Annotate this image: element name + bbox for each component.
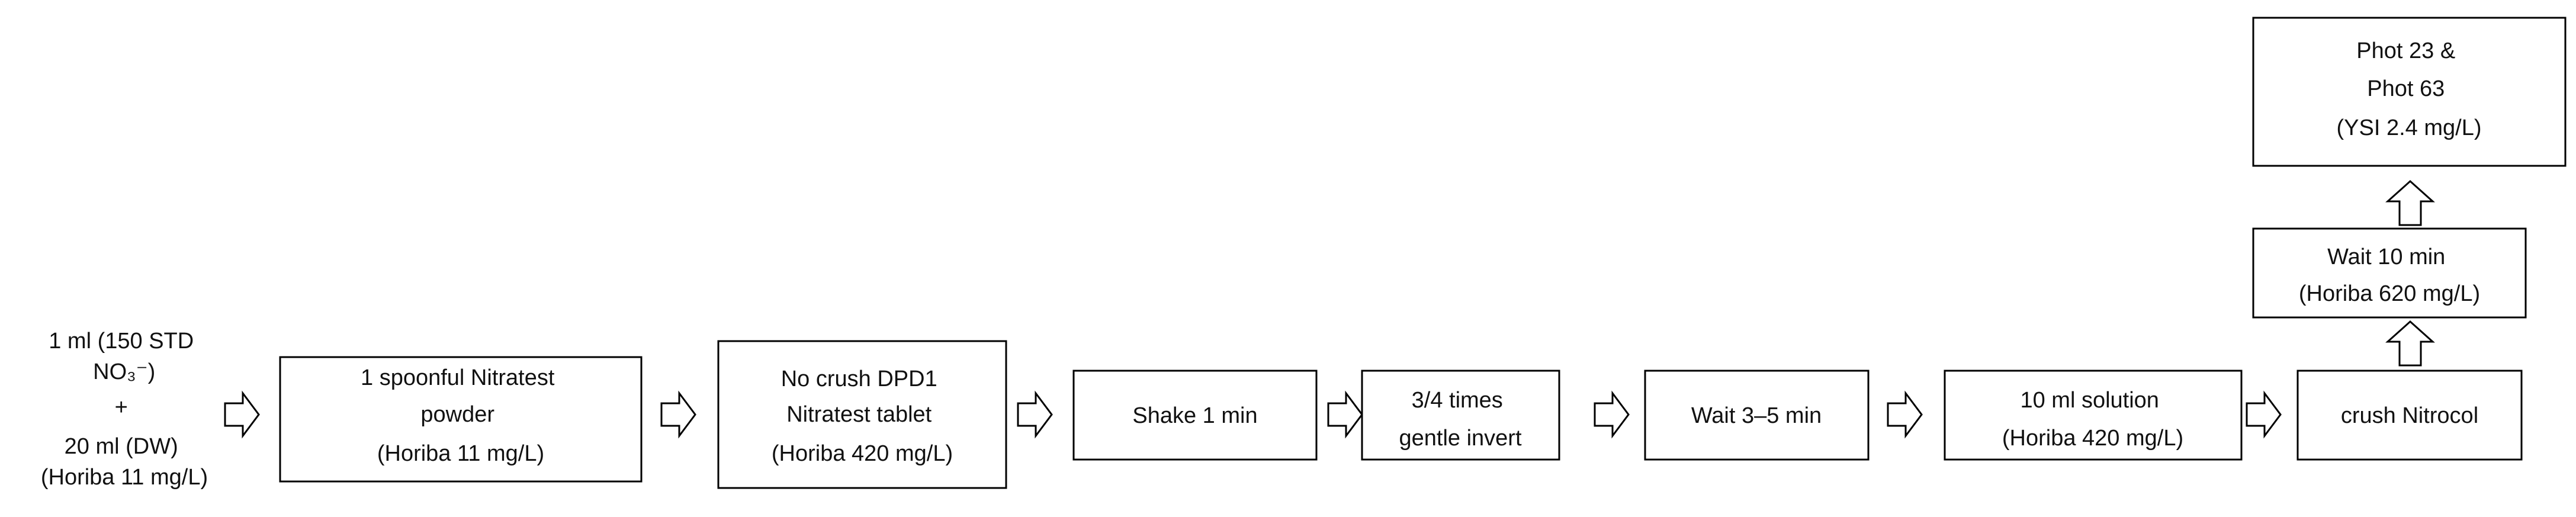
up-arrow-icon (2385, 179, 2435, 226)
step-line: (YSI 2.4 mg/L) (2337, 115, 2482, 140)
step-line: gentle invert (1399, 426, 1521, 451)
svg-text:Phot 23 & Phot 63: Phot 23 & Phot 63 (YSI 2.4 mg/L) (2337, 38, 2482, 140)
step-line: (Horiba 420 mg/L) (772, 441, 953, 466)
start-line: NO₃⁻) (93, 359, 155, 384)
start-line: + (115, 395, 128, 420)
svg-text:1 spoonful Nitratest pow: 1 spoonful Nitratest powder (Horiba 11 m… (361, 365, 561, 466)
start-text: 1 ml (150 STD NO₃⁻) + 20 ml (DW) (Horiba… (41, 329, 208, 490)
step-line: Wait 10 min (2327, 245, 2445, 269)
step-box-phot-result: Phot 23 & Phot 63 (YSI 2.4 mg/L) (2252, 17, 2567, 167)
svg-text:Shake 1 min: Shake 1 min (1132, 403, 1257, 428)
step-line: crush Nitrocol (2341, 403, 2478, 428)
start-line: (Horiba 11 mg/L) (41, 465, 208, 490)
svg-text:Wait 3–5 min: Wait 3–5 min (1691, 403, 1822, 428)
right-arrow-icon (1887, 390, 1923, 439)
step-box-nitratest-powder: 1 spoonful Nitratest powder (Horiba 11 m… (279, 356, 643, 483)
step-box-wait-3-5-min: Wait 3–5 min (1644, 370, 1870, 461)
right-arrow-icon (224, 390, 260, 439)
step-line: 10 ml solution (2020, 388, 2159, 413)
step-box-crush-nitrocol: crush Nitrocol (2296, 370, 2523, 461)
step-box-10ml-solution: 10 ml solution (Horiba 420 mg/L) (1944, 370, 2243, 461)
step-line: 3/4 times (1412, 388, 1503, 413)
svg-text:Wait 10 min (Horiba 620: Wait 10 min (Horiba 620 mg/L) (2299, 245, 2480, 306)
step-line: Phot 23 & (2356, 38, 2455, 63)
step-line: Wait 3–5 min (1691, 403, 1822, 428)
start-line: 1 ml (150 STD (49, 329, 194, 354)
step-line: (Horiba 420 mg/L) (2002, 426, 2183, 451)
svg-text:3/4 times gentle invert: 3/4 times gentle invert (1399, 388, 1521, 451)
step-line: 1 spoonful Nitratest (361, 365, 555, 390)
up-arrow-icon (2385, 320, 2435, 367)
step-line: Phot 63 (2367, 76, 2445, 101)
svg-text:No crush DPD1 Nitratest: No crush DPD1 Nitratest tablet (Horiba 4… (772, 367, 953, 466)
svg-text:10 ml solution (Horiba 4: 10 ml solution (Horiba 420 mg/L) (2002, 388, 2183, 451)
svg-text:crush Nitrocol: crush Nitrocol (2341, 403, 2478, 428)
step-line: (Horiba 11 mg/L) (377, 441, 544, 466)
step-box-gentle-invert: 3/4 times gentle invert (1361, 370, 1560, 461)
right-arrow-icon (1327, 390, 1363, 439)
step-line: No crush DPD1 (781, 367, 937, 391)
step-box-shake: Shake 1 min (1072, 370, 1318, 461)
step-line: (Horiba 620 mg/L) (2299, 281, 2480, 306)
step-line: powder (420, 402, 494, 427)
start-line: 20 ml (DW) (65, 434, 178, 459)
right-arrow-icon (1594, 390, 1630, 439)
right-arrow-icon (2246, 390, 2282, 439)
step-box-wait-10-min: Wait 10 min (Horiba 620 mg/L) (2252, 227, 2527, 319)
step-line: Shake 1 min (1132, 403, 1257, 428)
right-arrow-icon (1017, 390, 1053, 439)
right-arrow-icon (660, 390, 696, 439)
step-box-dpd1-tablet: No crush DPD1 Nitratest tablet (Horiba 4… (717, 340, 1007, 489)
step-line: Nitratest tablet (786, 402, 932, 427)
